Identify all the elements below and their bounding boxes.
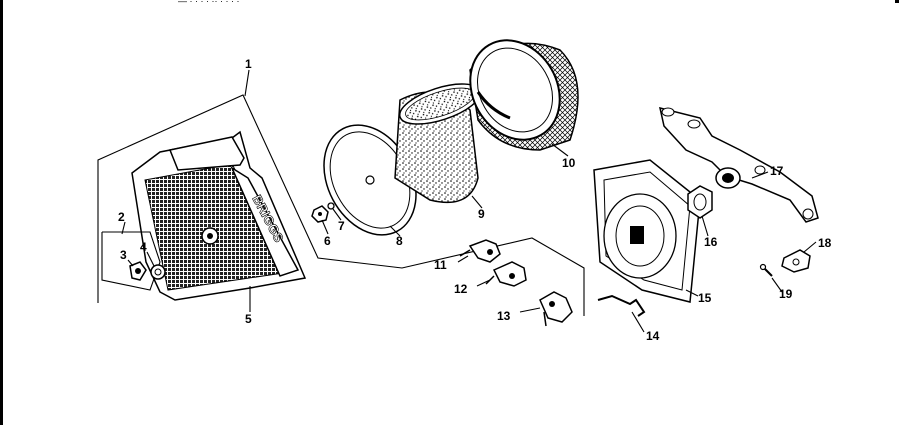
callout-12: 12: [454, 282, 468, 296]
callout-13: 13: [497, 309, 511, 323]
stiffener-bracket: [597, 294, 646, 317]
filter-element: [469, 39, 579, 151]
element-cover-plate: [323, 124, 417, 236]
callout-4: 4: [140, 240, 147, 254]
leader-lines: [121, 69, 817, 333]
wing-nut: [129, 261, 147, 281]
callout-19: 19: [779, 287, 793, 301]
callout-1: 1: [245, 57, 252, 71]
air-cleaner-base: [593, 159, 701, 303]
callout-18: 18: [818, 236, 832, 250]
header-text: — · · · · ·· · · · ·: [178, 0, 239, 6]
breather-tube-11: [459, 239, 501, 263]
seal-screw: [327, 202, 335, 210]
callout-7: 7: [338, 219, 345, 233]
callout-9: 9: [478, 207, 485, 221]
callout-15: 15: [698, 291, 712, 305]
foam-precleaner: [394, 83, 481, 204]
callout-8: 8: [396, 234, 403, 248]
elbow-screw: [759, 263, 773, 277]
intake-elbow: [659, 106, 819, 223]
base-gasket: [687, 185, 713, 219]
callout-10: 10: [562, 156, 576, 170]
callout-5: 5: [245, 312, 252, 326]
callout-3: 3: [120, 248, 127, 262]
callout-16: 16: [704, 235, 718, 249]
breather-tube-12: [485, 261, 527, 287]
breather-assembly-13: [539, 291, 573, 327]
callout-17: 17: [770, 164, 784, 178]
elbow-gasket: [781, 249, 811, 273]
seal-washer: [150, 264, 166, 280]
retaining-nut: [311, 205, 329, 223]
callout-14: 14: [646, 329, 660, 343]
left-edge-border: [0, 0, 3, 425]
corner-mark: [895, 0, 899, 3]
callout-2: 2: [118, 210, 125, 224]
callout-11: 11: [434, 258, 447, 272]
cover-assembly-bracket: [97, 94, 585, 316]
callout-6: 6: [324, 234, 331, 248]
